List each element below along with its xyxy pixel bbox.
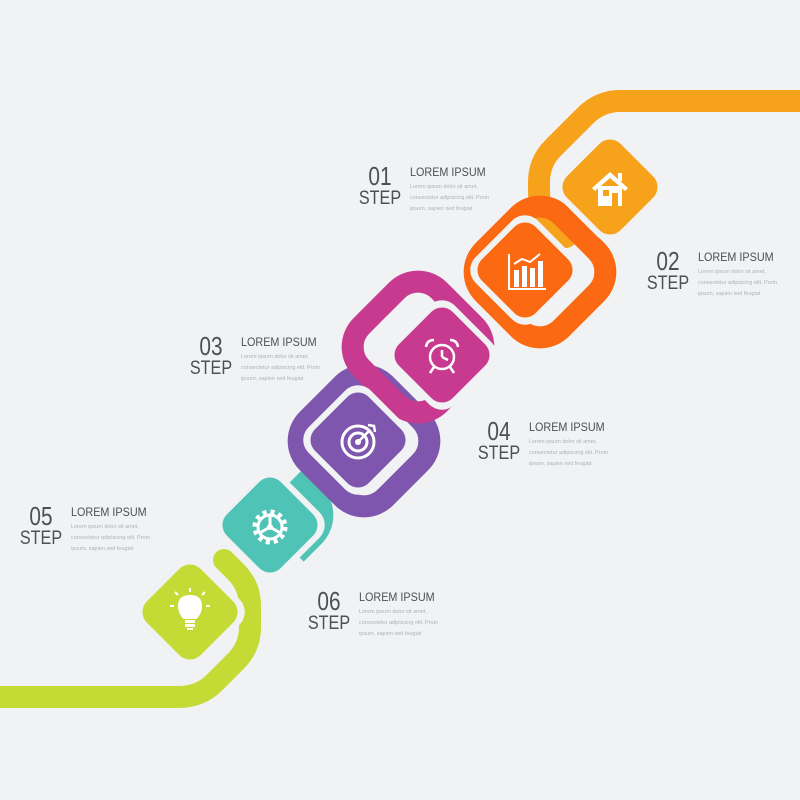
step-title: LOREM IPSUM: [698, 250, 774, 264]
bar-chart-icon: [508, 253, 546, 290]
step-word: STEP: [646, 273, 690, 294]
alarm-clock-icon: [424, 338, 460, 374]
step-number: 01: [368, 161, 392, 191]
step-title: LOREM IPSUM: [359, 590, 435, 604]
step-word: STEP: [477, 443, 521, 464]
step-title: LOREM IPSUM: [529, 420, 605, 434]
step-description: Lorem ipsum dolor sit amet, consectetur …: [359, 609, 438, 637]
target-icon: [340, 423, 377, 460]
step-description: Lorem ipsum dolor sit amet, consectetur …: [71, 524, 150, 552]
step-word: STEP: [307, 613, 351, 634]
step-number: 06: [317, 586, 341, 616]
step-title: LOREM IPSUM: [241, 335, 317, 349]
path-segment-step6: [0, 549, 261, 708]
step-number: 02: [656, 246, 680, 276]
step-number: 03: [199, 331, 223, 361]
step-description: Lorem ipsum dolor sit amet, consectetur …: [410, 184, 489, 212]
step-word: STEP: [189, 358, 233, 379]
step-number: 05: [29, 501, 53, 531]
step-word: STEP: [358, 188, 402, 209]
step-description: Lorem ipsum dolor sit amet, consectetur …: [698, 269, 777, 297]
step-description: Lorem ipsum dolor sit amet, consectetur …: [529, 439, 608, 467]
step-description: Lorem ipsum dolor sit amet, consectetur …: [241, 354, 320, 382]
step-word: STEP: [19, 528, 63, 549]
house-icon: [592, 172, 628, 206]
step-number: 04: [487, 416, 511, 446]
gear-icon: [252, 509, 288, 545]
lightbulb-icon: [170, 588, 210, 630]
step-title: LOREM IPSUM: [71, 505, 147, 519]
step-title: LOREM IPSUM: [410, 165, 486, 179]
